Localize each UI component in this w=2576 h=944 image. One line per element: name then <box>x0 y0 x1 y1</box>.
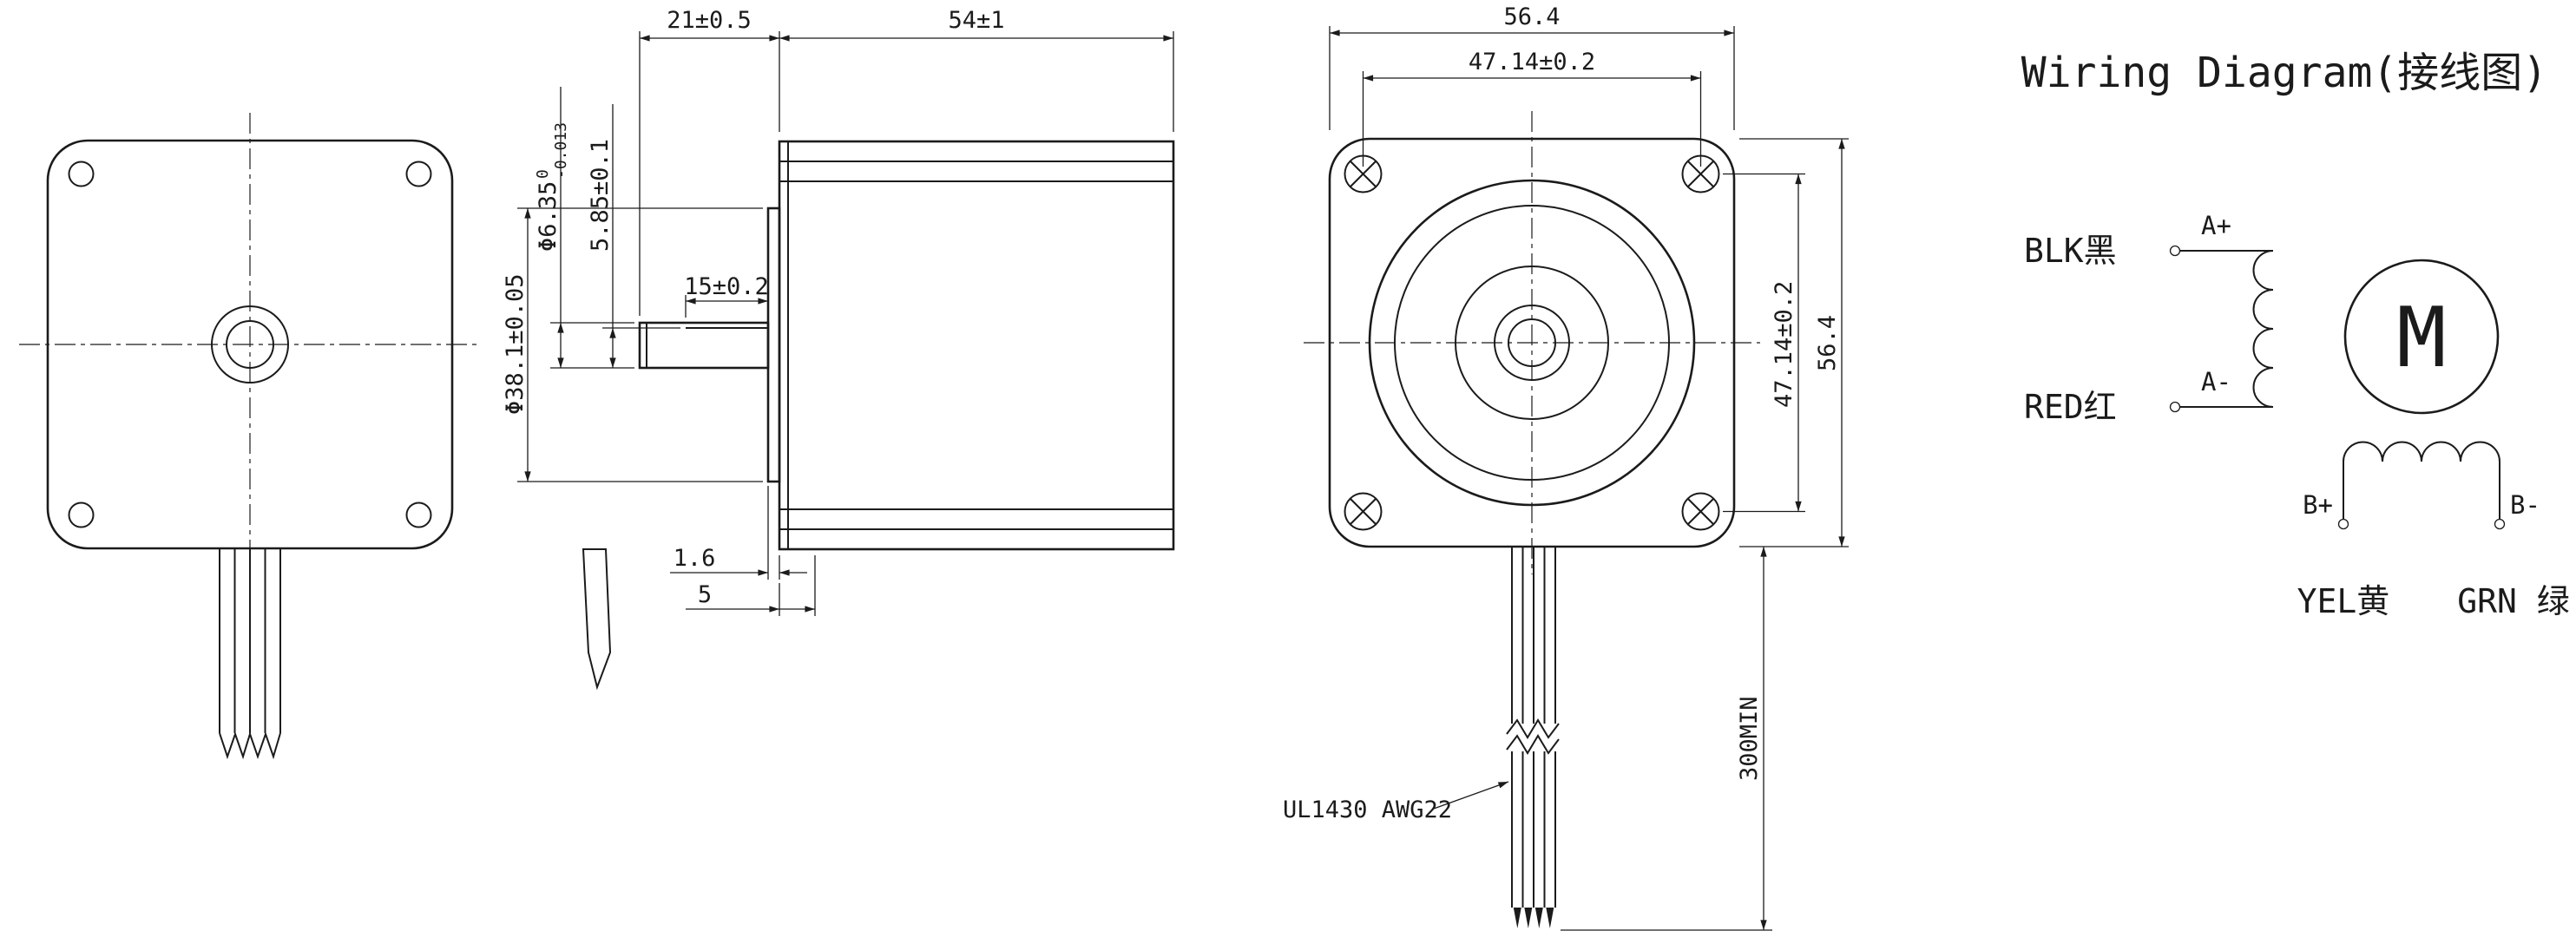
lead-b-minus-color-label: GRN 绿 <box>2457 582 2570 620</box>
wire-spec-leader <box>1433 781 1509 810</box>
rear-view-lead-wires <box>1506 547 1560 928</box>
dim-hole-spacing-side: 47.14±0.2 <box>1723 173 1805 513</box>
mounting-hole-top-right <box>405 161 432 187</box>
dim-lead-length: 300MIN <box>1561 547 1772 931</box>
dim-hole-spacing-top: 47.14±0.2 <box>1362 49 1702 167</box>
phillips-screw-bottom-right <box>1681 492 1720 531</box>
phase-b-coil <box>2343 441 2500 462</box>
dim-flat-length: 15±0.2 <box>684 273 769 318</box>
dim-lead-length-text: 300MIN <box>1736 696 1763 781</box>
wire-tip <box>1524 908 1533 928</box>
terminal-a-plus-dot <box>2169 245 2181 257</box>
terminal-a-plus-label: A+ <box>2201 211 2231 240</box>
dim-pilot-height-text: 1.6 <box>674 545 716 572</box>
terminal-b-plus-label: B+ <box>2303 490 2333 520</box>
dim-shaft-flat-text: 5.85±0.1 <box>587 139 614 252</box>
terminal-a-minus-label: A- <box>2201 367 2231 397</box>
shaft <box>638 321 770 370</box>
dim-pilot-diameter: Φ38.1±0.05 <box>502 207 763 482</box>
front-view <box>19 113 481 760</box>
dim-shaft-length-text: 21±0.5 <box>667 7 752 34</box>
rear-view: 56.4 47.14±0.2 47.14±0.2 56.4 <box>1283 3 1849 931</box>
dim-body-length: 54±1 <box>779 7 1173 42</box>
side-view-lead-wire <box>582 548 612 691</box>
terminal-a-minus-dot <box>2169 401 2181 413</box>
pilot-boss <box>766 206 781 483</box>
dim-body-length-text: 54±1 <box>948 7 1004 34</box>
motor-circle <box>2343 259 2500 415</box>
dim-shaft-diameter-text: Φ6.35 <box>535 181 562 252</box>
wire-break-upper <box>1506 718 1560 739</box>
mounting-hole-bottom-right <box>405 502 432 528</box>
wire-break-lower <box>1506 734 1560 755</box>
lead-b-plus-color-label: YEL黄 <box>2297 582 2390 620</box>
phase-a-coil <box>2252 250 2274 408</box>
dim-shaft-diameter-tol-upper: 0 <box>534 169 552 179</box>
side-view: 21±0.5 54±1 Φ6.35 0 -0.013 5.85±0.1 <box>502 7 1175 691</box>
terminal-b-minus-dot <box>2494 518 2506 530</box>
front-view-lead-wires <box>219 549 281 760</box>
phillips-screw-bottom-left <box>1344 492 1383 531</box>
mounting-hole-bottom-left <box>68 502 95 528</box>
wire-tip <box>1534 908 1543 928</box>
terminal-b-minus-label: B- <box>2510 490 2540 520</box>
wire-spec-callout: UL1430 AWG22 <box>1283 781 1509 823</box>
dim-flange-width-side-text: 56.4 <box>1814 315 1841 371</box>
wire-tip <box>1513 908 1521 928</box>
motor-symbol-letter: M <box>2396 291 2446 386</box>
wire-break-zigzag <box>219 731 281 760</box>
dim-flange-width-top-text: 56.4 <box>1503 3 1560 30</box>
lead-a-plus-color-label: BLK黑 <box>2024 232 2117 270</box>
wiring-diagram: Wiring Diagram(接线图) BLK黑 A+ RED红 A- M B+… <box>2021 49 2570 620</box>
dim-hole-spacing-side-text: 47.14±0.2 <box>1771 281 1797 408</box>
terminal-b-plus-dot <box>2337 518 2349 530</box>
mounting-hole-top-left <box>68 161 95 187</box>
dim-shaft-flat: 5.85±0.1 <box>587 104 680 368</box>
motor-body-outline <box>778 140 1175 551</box>
wire-tip <box>1546 908 1554 928</box>
dim-pilot-height: 1.6 <box>670 486 807 580</box>
dim-face-offset-text: 5 <box>698 581 712 608</box>
dim-flat-length-text: 15±0.2 <box>684 273 769 300</box>
dim-face-offset: 5 <box>686 555 816 616</box>
dim-shaft-length: 21±0.5 <box>639 7 1174 316</box>
dim-flange-width-top: 56.4 <box>1329 3 1735 130</box>
dim-hole-spacing-top-text: 47.14±0.2 <box>1469 49 1595 75</box>
dim-flange-width-side: 56.4 <box>1739 138 1849 547</box>
dim-shaft-diameter: Φ6.35 0 -0.013 <box>534 87 634 369</box>
dim-pilot-diameter-text: Φ38.1±0.05 <box>502 273 529 415</box>
lead-a-minus-color-label: RED红 <box>2024 388 2117 426</box>
wire-spec-text: UL1430 AWG22 <box>1283 796 1452 823</box>
dim-shaft-diameter-tol-lower: -0.013 <box>552 122 570 179</box>
wiring-diagram-title: Wiring Diagram(接线图) <box>2021 49 2547 97</box>
